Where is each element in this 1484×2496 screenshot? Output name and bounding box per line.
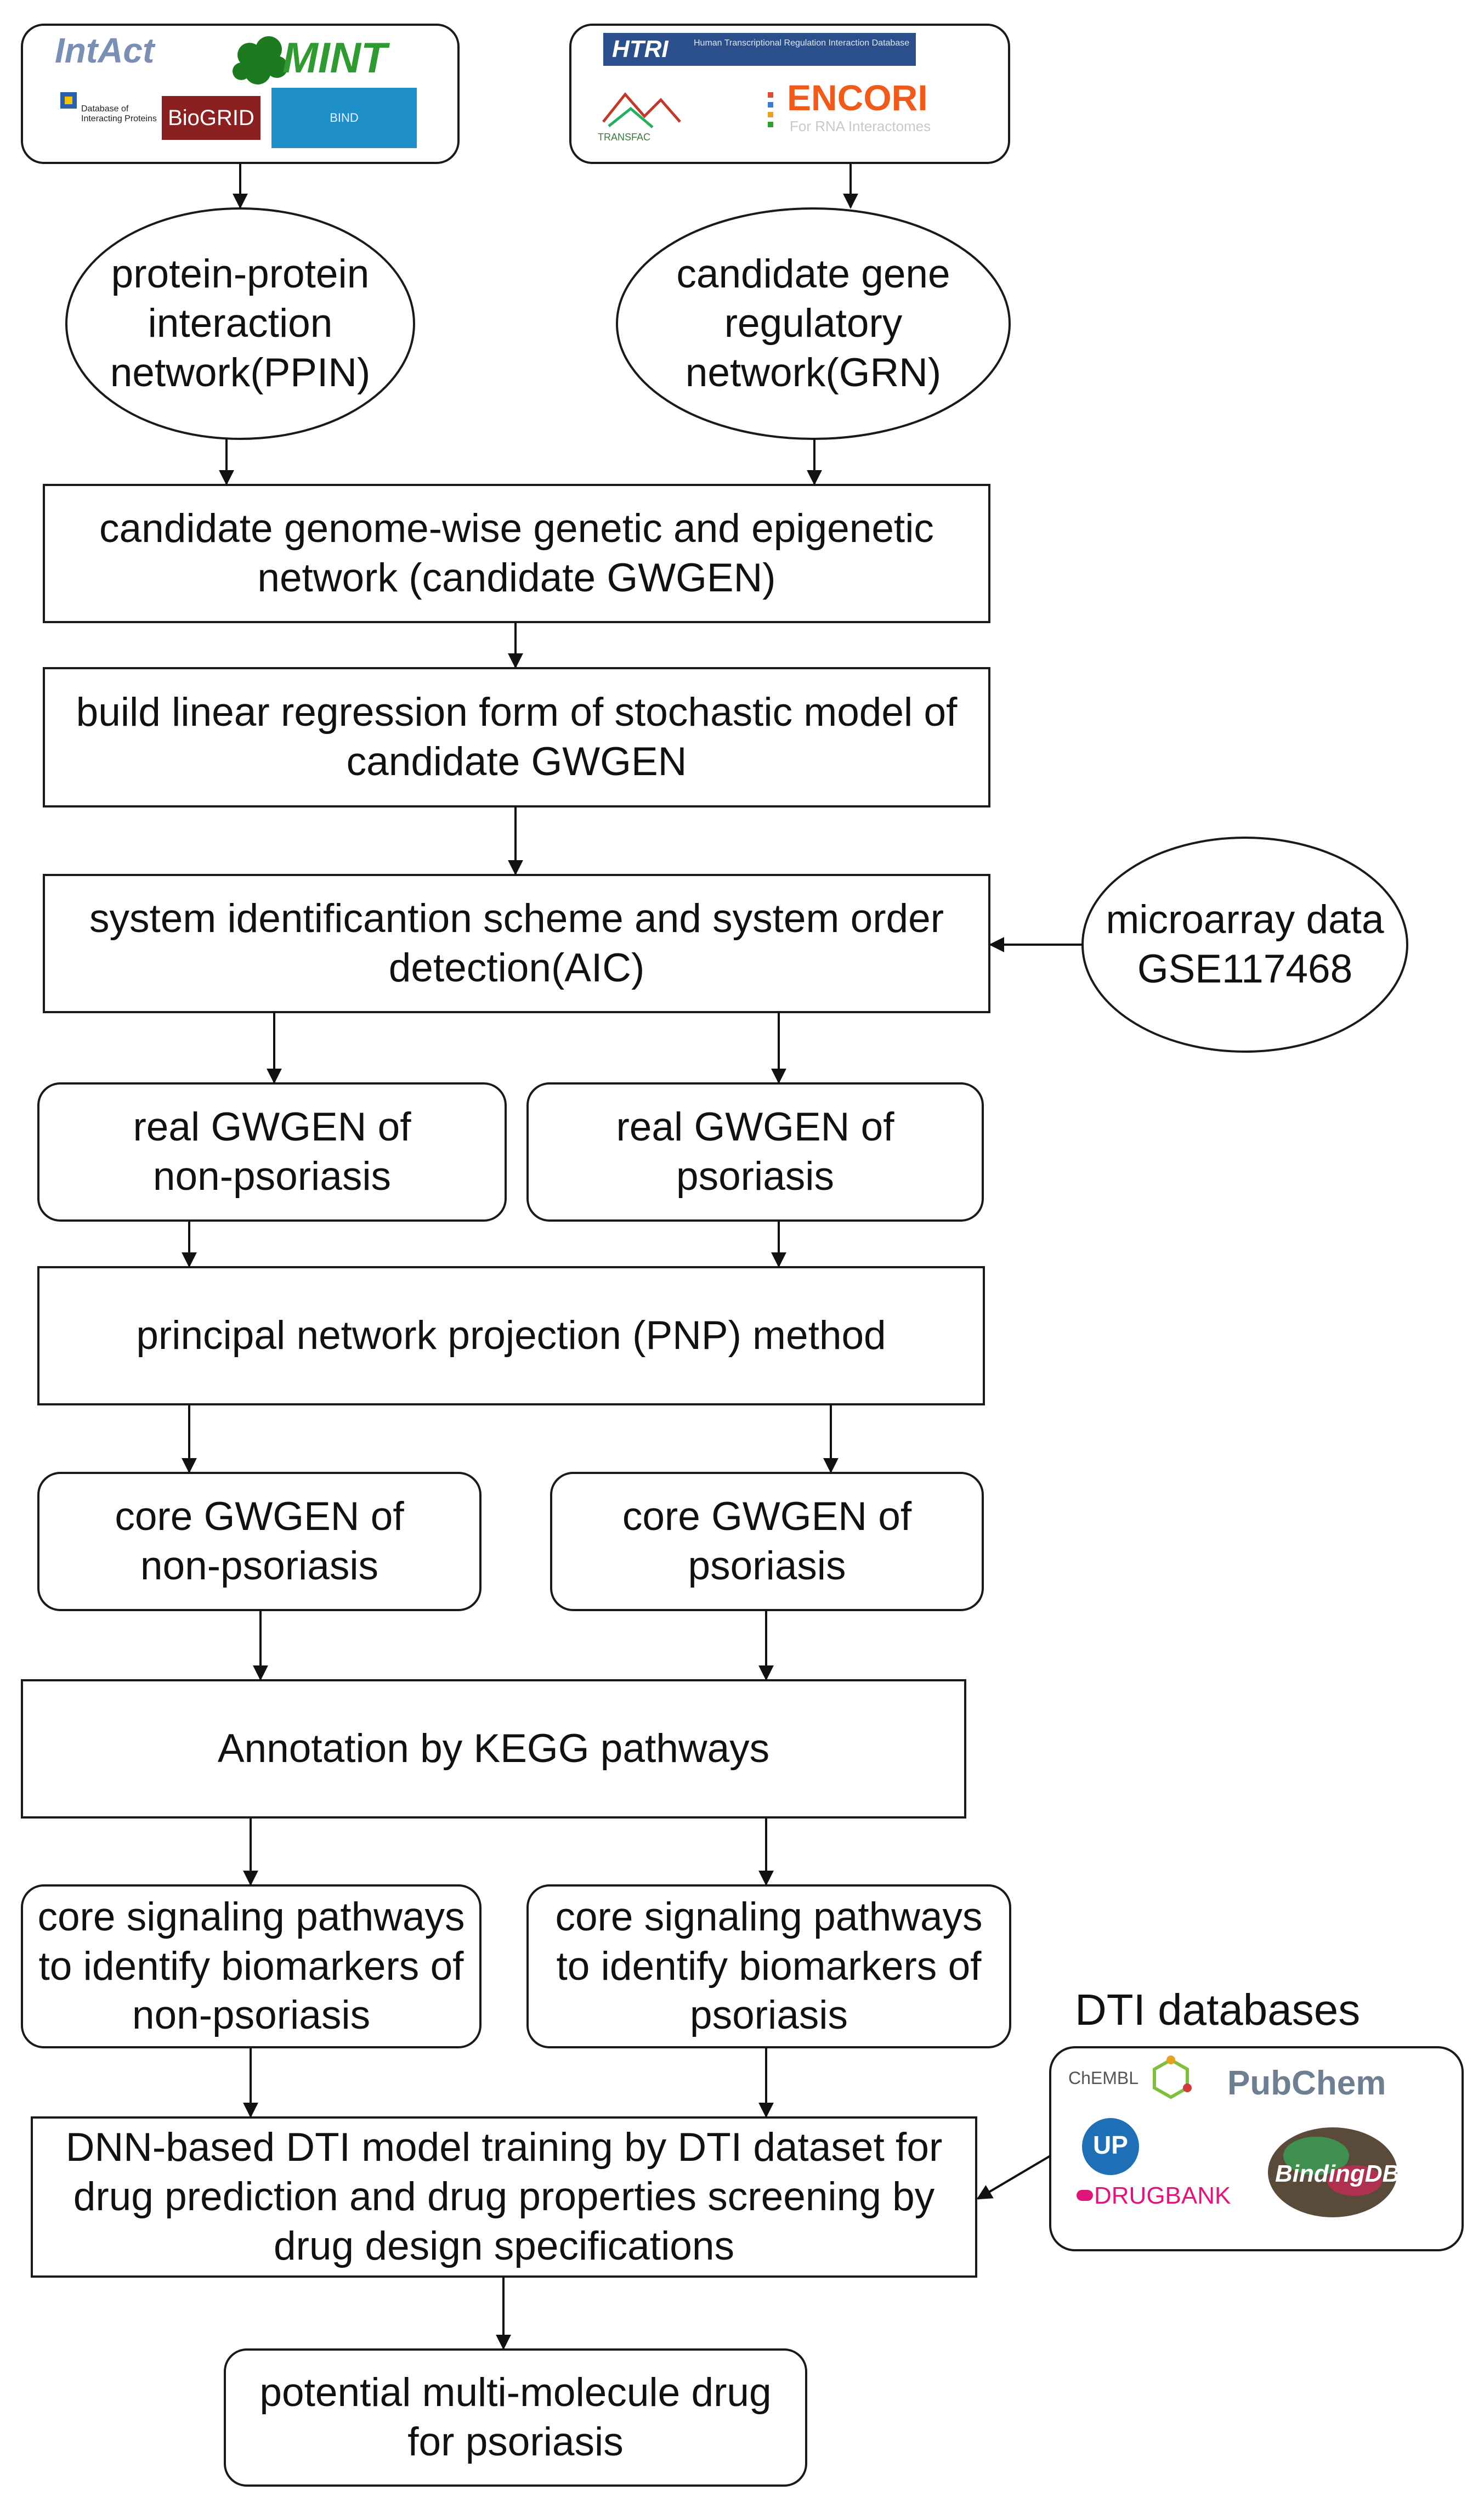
- htri-logo: HTRI: [603, 33, 916, 66]
- system-identification-line-1: system identificantion scheme and system…: [89, 896, 944, 941]
- pnp-line-1: principal network projection (PNP) metho…: [136, 1313, 886, 1358]
- dip-logo-text: Database of Interacting Proteins: [81, 104, 157, 123]
- potential-line-2: for psoriasis: [407, 2420, 624, 2464]
- drugbank-logo-icon: [1077, 2190, 1093, 2201]
- core-pso-line-2: psoriasis: [688, 1544, 846, 1588]
- core-non-line-2: non-psoriasis: [140, 1544, 379, 1588]
- kegg-annotation-label: Annotation by KEGG pathways: [22, 1680, 965, 1817]
- signal-non-psoriasis-label: core signaling pathways to identify biom…: [22, 1885, 480, 2047]
- real-gwgen-psoriasis-label: real GWGEN of psoriasis: [528, 1083, 983, 1221]
- system-identification-label: system identificantion scheme and system…: [44, 875, 989, 1012]
- uniprot-logo: UP: [1093, 2131, 1128, 2159]
- dip-logo-icon: [60, 92, 77, 109]
- dnn-line-1: DNN-based DTI model training by DTI data…: [65, 2125, 943, 2170]
- encori-dots-icon: [768, 92, 773, 127]
- transfac-logo-icon: [602, 92, 681, 128]
- ppin-line-1: protein-protein: [111, 252, 370, 297]
- htri-subtitle: Human Transcriptional Regulation Interac…: [694, 38, 910, 48]
- real-non-line-1: real GWGEN of: [133, 1105, 411, 1150]
- arrow-dti-to-dnn: [976, 2155, 1051, 2200]
- chembl-logo: ChEMBL: [1068, 2068, 1139, 2088]
- linear-regression-line-1: build linear regression form of stochast…: [76, 690, 958, 735]
- linear-regression-box: [43, 667, 990, 807]
- encori-subtitle: For RNA Interactomes: [790, 118, 931, 134]
- signal-non-line-2: to identify biomarkers of: [38, 1944, 464, 1989]
- kegg-line-1: Annotation by KEGG pathways: [217, 1726, 770, 1771]
- real-non-line-2: non-psoriasis: [152, 1154, 392, 1199]
- uniprot-logo-icon: [1082, 2118, 1139, 2175]
- signal-non-line-3: non-psoriasis: [132, 1993, 371, 2038]
- bindingdb-logo: BindingDB: [1275, 2160, 1400, 2187]
- microarray-line-1: microarray data: [1106, 897, 1384, 942]
- kegg-annotation-box: [21, 1679, 966, 1819]
- transfac-logo: TRANSFAC: [598, 132, 651, 143]
- linear-regression-line-2: candidate GWGEN: [346, 739, 687, 784]
- biogrid-logo: BioGRID: [162, 96, 260, 140]
- bindingdb-logo-icon: [1268, 2127, 1397, 2217]
- signal-pso-line-3: psoriasis: [689, 1993, 848, 2038]
- system-identification-line-2: detection(AIC): [388, 946, 645, 990]
- chembl-hexagon-icon: [1153, 2055, 1192, 2099]
- mint-logo: MINT: [282, 33, 387, 82]
- pnp-method-box: [37, 1266, 985, 1405]
- candidate-gwgen-label: candidate genome-wise genetic and epigen…: [44, 485, 989, 622]
- grn-label: candidate gene regulatory network(GRN): [617, 208, 1010, 439]
- grn-line-3: network(GRN): [685, 350, 942, 395]
- core-non-line-1: core GWGEN of: [115, 1494, 404, 1539]
- signal-non-line-1: core signaling pathways: [37, 1894, 465, 1939]
- ppin-line-3: network(PPIN): [110, 350, 371, 395]
- bind-logo: BIND: [271, 88, 417, 148]
- ppin-line-2: interaction: [148, 301, 333, 346]
- potential-drug-label: potential multi-molecule drug for psoria…: [225, 2350, 806, 2486]
- real-pso-line-1: real GWGEN of: [616, 1105, 894, 1150]
- potential-line-1: potential multi-molecule drug: [259, 2370, 772, 2415]
- ppin-label: protein-protein interaction network(PPIN…: [66, 208, 414, 439]
- real-gwgen-psoriasis-box: [526, 1082, 984, 1222]
- pubchem-logo: PubChem: [1227, 2064, 1386, 2102]
- intact-logo: IntAct: [55, 31, 155, 70]
- core-pso-line-1: core GWGEN of: [622, 1494, 912, 1539]
- dti-databases-title: DTI databases: [1075, 1985, 1361, 2034]
- grn-line-1: candidate gene: [676, 252, 950, 297]
- dnn-line-2: drug prediction and drug properties scre…: [73, 2175, 935, 2220]
- pnp-method-label: principal network projection (PNP) metho…: [38, 1267, 984, 1404]
- signal-pso-line-2: to identify biomarkers of: [556, 1944, 982, 1989]
- microarray-label: microarray data GSE117468: [1083, 838, 1407, 1052]
- signal-pso-line-1: core signaling pathways: [555, 1894, 983, 1939]
- core-gwgen-psoriasis-label: core GWGEN of psoriasis: [551, 1473, 983, 1610]
- signal-psoriasis-label: core signaling pathways to identify biom…: [528, 1885, 1010, 2047]
- grn-line-2: regulatory: [724, 301, 903, 346]
- drugbank-logo: DRUGBANK: [1094, 2182, 1231, 2209]
- candidate-gwgen-box: [43, 484, 990, 623]
- encori-logo: ENCORI: [787, 77, 928, 118]
- candidate-gwgen-line-2: network (candidate GWGEN): [257, 556, 776, 600]
- mint-leaf-icon: [233, 36, 288, 84]
- microarray-line-2: GSE117468: [1137, 947, 1353, 991]
- linear-regression-label: build linear regression form of stochast…: [44, 668, 989, 806]
- potential-drug-box: [224, 2348, 807, 2487]
- core-gwgen-non-psoriasis-label: core GWGEN of non-psoriasis: [38, 1473, 480, 1610]
- dnn-dti-box: [31, 2116, 977, 2278]
- candidate-gwgen-line-1: candidate genome-wise genetic and epigen…: [99, 506, 934, 551]
- dnn-line-3: drug design specifications: [273, 2223, 734, 2268]
- real-gwgen-non-psoriasis-label: real GWGEN of non-psoriasis: [38, 1083, 506, 1221]
- system-identification-box: [43, 874, 990, 1013]
- real-pso-line-2: psoriasis: [676, 1154, 835, 1199]
- dnn-dti-label: DNN-based DTI model training by DTI data…: [32, 2117, 976, 2277]
